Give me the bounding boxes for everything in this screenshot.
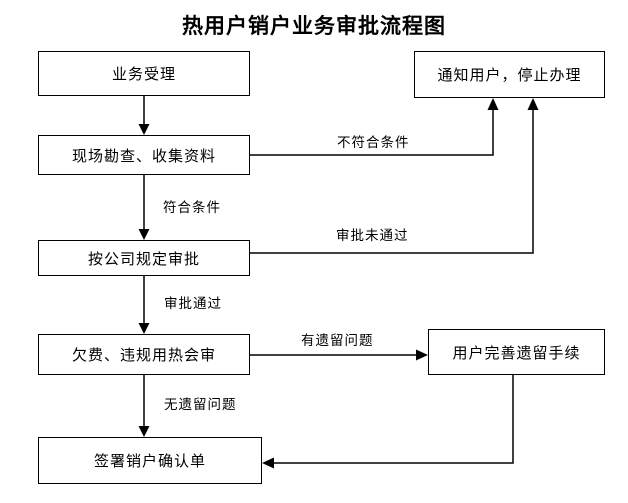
edge-label-approval-failed: 审批未通过 <box>336 228 409 243</box>
node-review[interactable]: 欠费、违规用热会审 <box>38 334 250 375</box>
edge-label-has-issue: 有遗留问题 <box>301 333 374 348</box>
node-perfect-label: 用户完善遗留手续 <box>452 345 581 362</box>
node-sign[interactable]: 签署销户确认单 <box>38 437 262 484</box>
node-survey[interactable]: 现场勘查、收集资料 <box>38 135 250 175</box>
edge-perfect-to-sign <box>262 375 514 469</box>
node-approve[interactable]: 按公司规定审批 <box>38 240 250 276</box>
edge-label-qualified: 符合条件 <box>163 200 221 215</box>
node-notify-label: 通知用户，停止办理 <box>437 68 582 84</box>
edge-approve-to-review <box>138 276 150 334</box>
page-title: 热用户销户业务审批流程图 <box>182 14 446 38</box>
edge-review-to-sign <box>138 375 150 437</box>
node-approve-label: 按公司规定审批 <box>87 251 200 268</box>
node-sign-label: 签署销户确认单 <box>93 454 206 470</box>
edge-survey-to-approve <box>138 175 150 240</box>
edge-review-to-perfect <box>250 349 428 361</box>
node-review-label: 欠费、违规用热会审 <box>71 348 216 364</box>
edge-label-approval-passed: 审批通过 <box>164 296 222 311</box>
node-accept[interactable]: 业务受理 <box>38 51 250 96</box>
node-accept-label: 业务受理 <box>111 67 176 83</box>
edge-label-not-qualified: 不符合条件 <box>337 135 410 150</box>
edge-label-no-issue: 无遗留问题 <box>164 397 237 412</box>
node-notify[interactable]: 通知用户，停止办理 <box>414 51 605 98</box>
edge-accept-to-survey <box>138 96 150 135</box>
node-survey-label: 现场勘查、收集资料 <box>71 148 216 165</box>
node-perfect[interactable]: 用户完善遗留手续 <box>428 329 605 375</box>
